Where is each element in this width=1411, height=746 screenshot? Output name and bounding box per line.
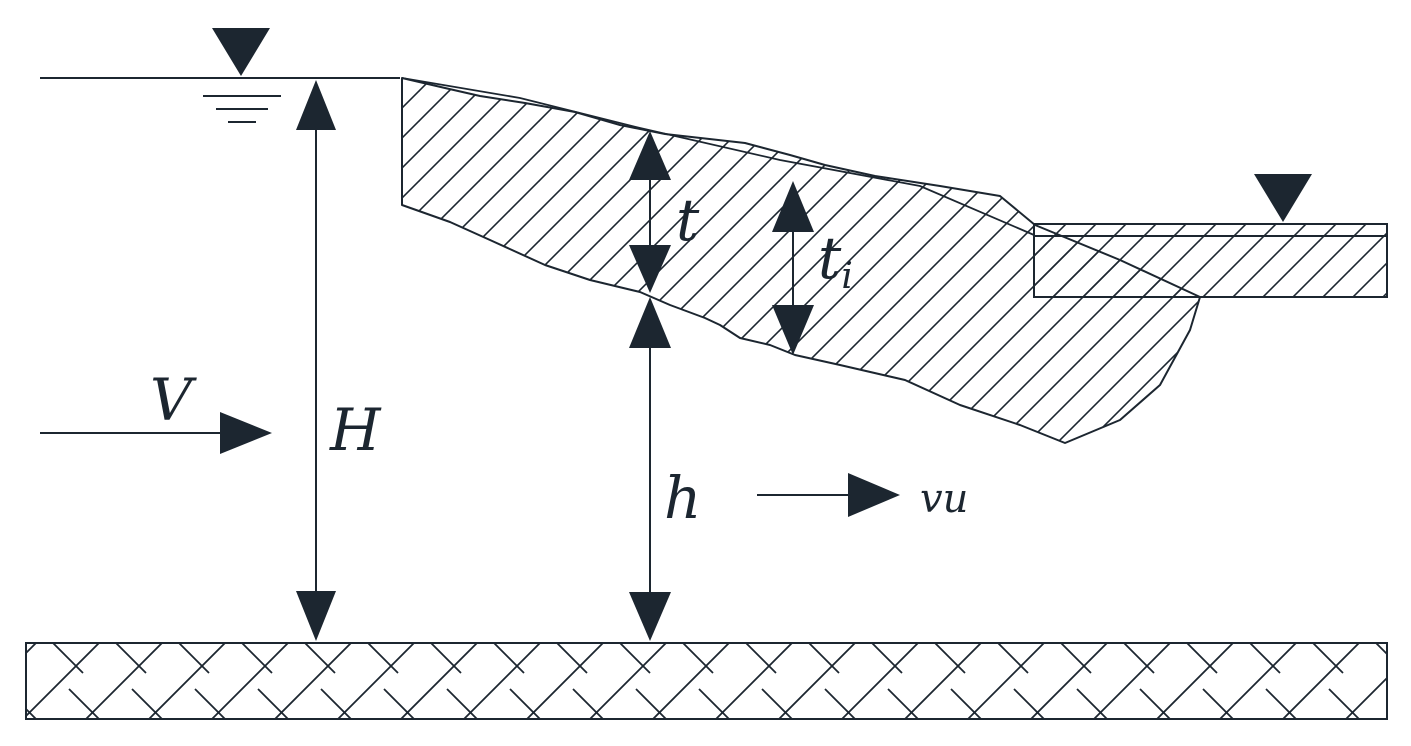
downstream-ice-cover [1033,223,1388,298]
label-H: H [329,396,382,464]
label-h: h [664,464,701,532]
arrow-upstream-velocity [40,412,272,454]
arrow-under-cover-velocity [757,473,900,517]
dimension-t [629,131,671,293]
label-ti: ti [818,224,853,297]
dimension-h [629,297,671,641]
water-level-ticks [203,95,281,123]
label-vu: vu [920,476,968,522]
riverbed [25,642,1388,720]
dimension-H [296,80,336,641]
label-t: t [676,186,700,254]
dimension-ti [772,181,814,355]
water-surface-in-jam [401,77,1035,236]
label-V: V [150,366,197,434]
label-ti-subscript: i [841,256,853,297]
water-level-symbol-downstream [1254,174,1312,222]
label-ti-main: t [818,224,842,292]
water-level-symbol-upstream [212,28,270,76]
